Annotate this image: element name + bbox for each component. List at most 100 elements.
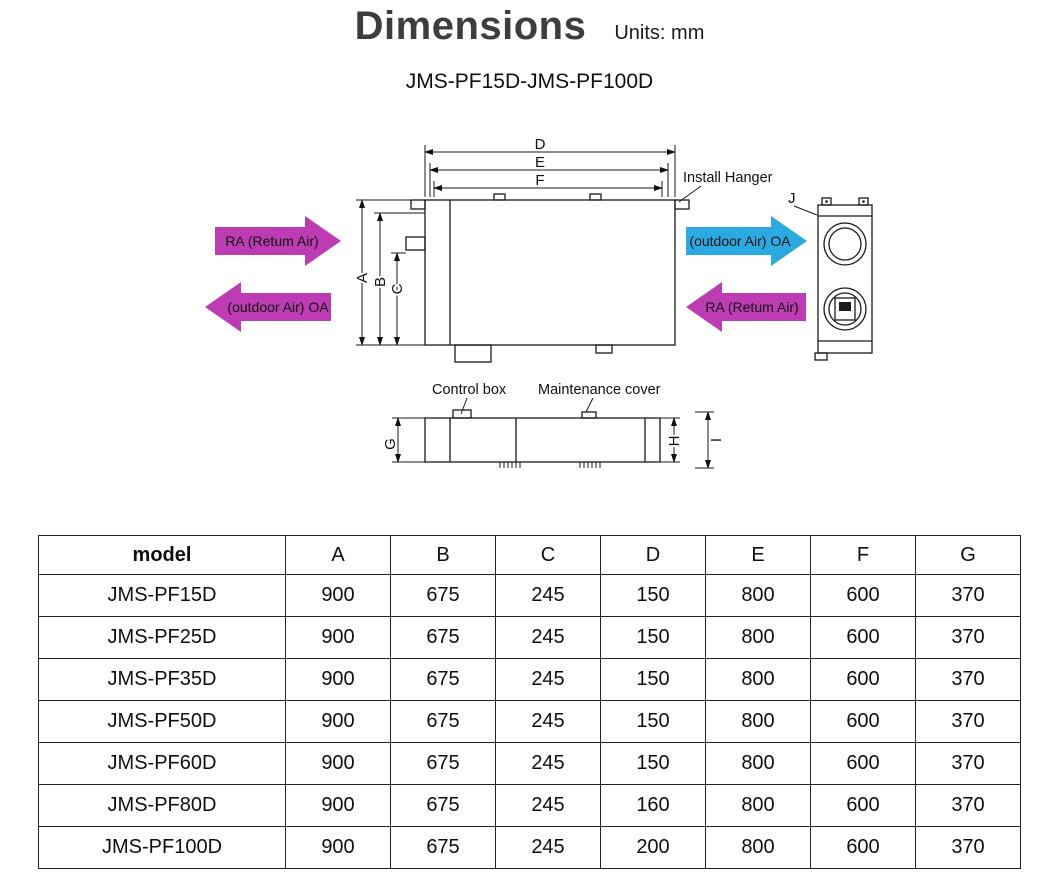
vent-slots: [499, 462, 601, 468]
bottom-tab: [595, 344, 613, 354]
col-header-a: A: [285, 535, 391, 575]
dim-label-a: A: [354, 273, 371, 283]
bottom-stub: [454, 344, 492, 363]
dim-cell-b: 675: [390, 658, 496, 701]
outdoor-air-arrow-right: [686, 216, 807, 266]
table-row: JMS-PF60D 900 675 245 150 800 600 370: [38, 742, 1021, 785]
dim-cell-a: 900: [285, 700, 391, 743]
dim-cell-g: 370: [915, 784, 1021, 827]
dim-cell-e: 800: [705, 742, 811, 785]
top-tab: [589, 193, 602, 201]
dim-cell-g: 370: [915, 658, 1021, 701]
model-cell: JMS-PF80D: [38, 784, 286, 827]
return-air-arrow-right-label: RA (Retum Air): [705, 299, 798, 315]
table-row: JMS-PF80D 900 675 245 160 800 600 370: [38, 784, 1021, 827]
dim-cell-a: 900: [285, 826, 391, 869]
dim-cell-g: 370: [915, 616, 1021, 659]
dim-cell-d: 150: [600, 742, 706, 785]
install-hanger-label: Install Hanger: [683, 170, 773, 186]
control-box-leader: [460, 397, 468, 415]
dimension-lines-top: [424, 145, 676, 197]
return-air-arrow-left: [215, 216, 341, 266]
dim-cell-d: 150: [600, 574, 706, 617]
dim-cell-c: 245: [495, 700, 601, 743]
dim-label-i: I: [708, 438, 725, 442]
table-row: JMS-PF50D 900 675 245 150 800 600 370: [38, 700, 1021, 743]
dim-cell-g: 370: [915, 574, 1021, 617]
dim-cell-d: 150: [600, 658, 706, 701]
col-header-model: model: [38, 535, 286, 575]
dimensions-diagram: D E F A B C RA (Retum Air) (outdoor Air)…: [205, 134, 873, 469]
side-view-body: [817, 204, 873, 354]
page-header: Dimensions Units: mm: [0, 0, 1059, 49]
dim-cell-d: 150: [600, 700, 706, 743]
outdoor-air-arrow-left-label: (outdoor Air) OA: [227, 299, 329, 315]
dim-cell-f: 600: [810, 700, 916, 743]
dim-cell-b: 675: [390, 784, 496, 827]
dim-cell-f: 600: [810, 616, 916, 659]
dim-label-b: B: [372, 277, 389, 287]
maintenance-cover-leader: [585, 397, 594, 413]
dim-cell-a: 900: [285, 574, 391, 617]
dim-cell-f: 600: [810, 574, 916, 617]
units-label: Units: mm: [614, 22, 705, 44]
model-cell: JMS-PF50D: [38, 700, 286, 743]
return-air-arrow-right: [686, 282, 806, 332]
model-cell: JMS-PF60D: [38, 742, 286, 785]
dim-cell-e: 800: [705, 784, 811, 827]
dim-cell-e: 800: [705, 700, 811, 743]
dim-cell-c: 245: [495, 826, 601, 869]
dim-cell-a: 900: [285, 784, 391, 827]
top-tab: [493, 193, 506, 201]
install-hanger-leader: [678, 185, 702, 203]
dim-cell-a: 900: [285, 658, 391, 701]
hanger-bracket-right: [674, 199, 690, 210]
side-stub: [405, 236, 426, 251]
page-title: Dimensions: [354, 4, 587, 48]
dim-cell-e: 800: [705, 658, 811, 701]
dim-cell-g: 370: [915, 742, 1021, 785]
front-view-body: [424, 199, 676, 346]
dim-cell-c: 245: [495, 784, 601, 827]
table-row: JMS-PF15D 900 675 245 150 800 600 370: [38, 574, 1021, 617]
dim-cell-d: 160: [600, 784, 706, 827]
maintenance-cover-label: Maintenance cover: [538, 382, 661, 398]
dim-cell-e: 800: [705, 616, 811, 659]
table-row: JMS-PF25D 900 675 245 150 800 600 370: [38, 616, 1021, 659]
dim-cell-c: 245: [495, 616, 601, 659]
dim-cell-a: 900: [285, 616, 391, 659]
dim-cell-c: 245: [495, 574, 601, 617]
dim-label-g: G: [382, 438, 399, 450]
dim-cell-g: 370: [915, 826, 1021, 869]
dim-label-d: D: [535, 136, 546, 153]
outdoor-air-arrow-right-label: (outdoor Air) OA: [689, 233, 791, 249]
col-header-f: F: [810, 535, 916, 575]
dimension-lines-left: [356, 199, 425, 346]
dim-cell-f: 600: [810, 784, 916, 827]
dim-cell-c: 245: [495, 658, 601, 701]
dim-cell-f: 600: [810, 742, 916, 785]
return-air-arrow-left-label: RA (Retum Air): [225, 233, 318, 249]
dim-cell-g: 370: [915, 700, 1021, 743]
side-hanger-tab: [858, 197, 869, 206]
front-view: [405, 193, 690, 363]
dim-cell-b: 675: [390, 574, 496, 617]
dim-label-f: F: [535, 172, 544, 189]
dim-cell-b: 675: [390, 826, 496, 869]
dim-cell-b: 675: [390, 700, 496, 743]
dim-label-h: H: [666, 436, 683, 447]
return-air-port: [823, 287, 867, 331]
control-box-label: Control box: [432, 382, 507, 398]
dim-cell-c: 245: [495, 742, 601, 785]
model-cell: JMS-PF100D: [38, 826, 286, 869]
side-hanger-tab: [821, 197, 832, 206]
dim-cell-d: 150: [600, 616, 706, 659]
table-header-row: model A B C D E F G: [38, 535, 1021, 575]
dim-cell-e: 800: [705, 826, 811, 869]
model-cell: JMS-PF35D: [38, 658, 286, 701]
model-cell: JMS-PF25D: [38, 616, 286, 659]
dim-cell-e: 800: [705, 574, 811, 617]
dim-cell-a: 900: [285, 742, 391, 785]
dim-label-j: J: [788, 190, 796, 207]
col-header-b: B: [390, 535, 496, 575]
